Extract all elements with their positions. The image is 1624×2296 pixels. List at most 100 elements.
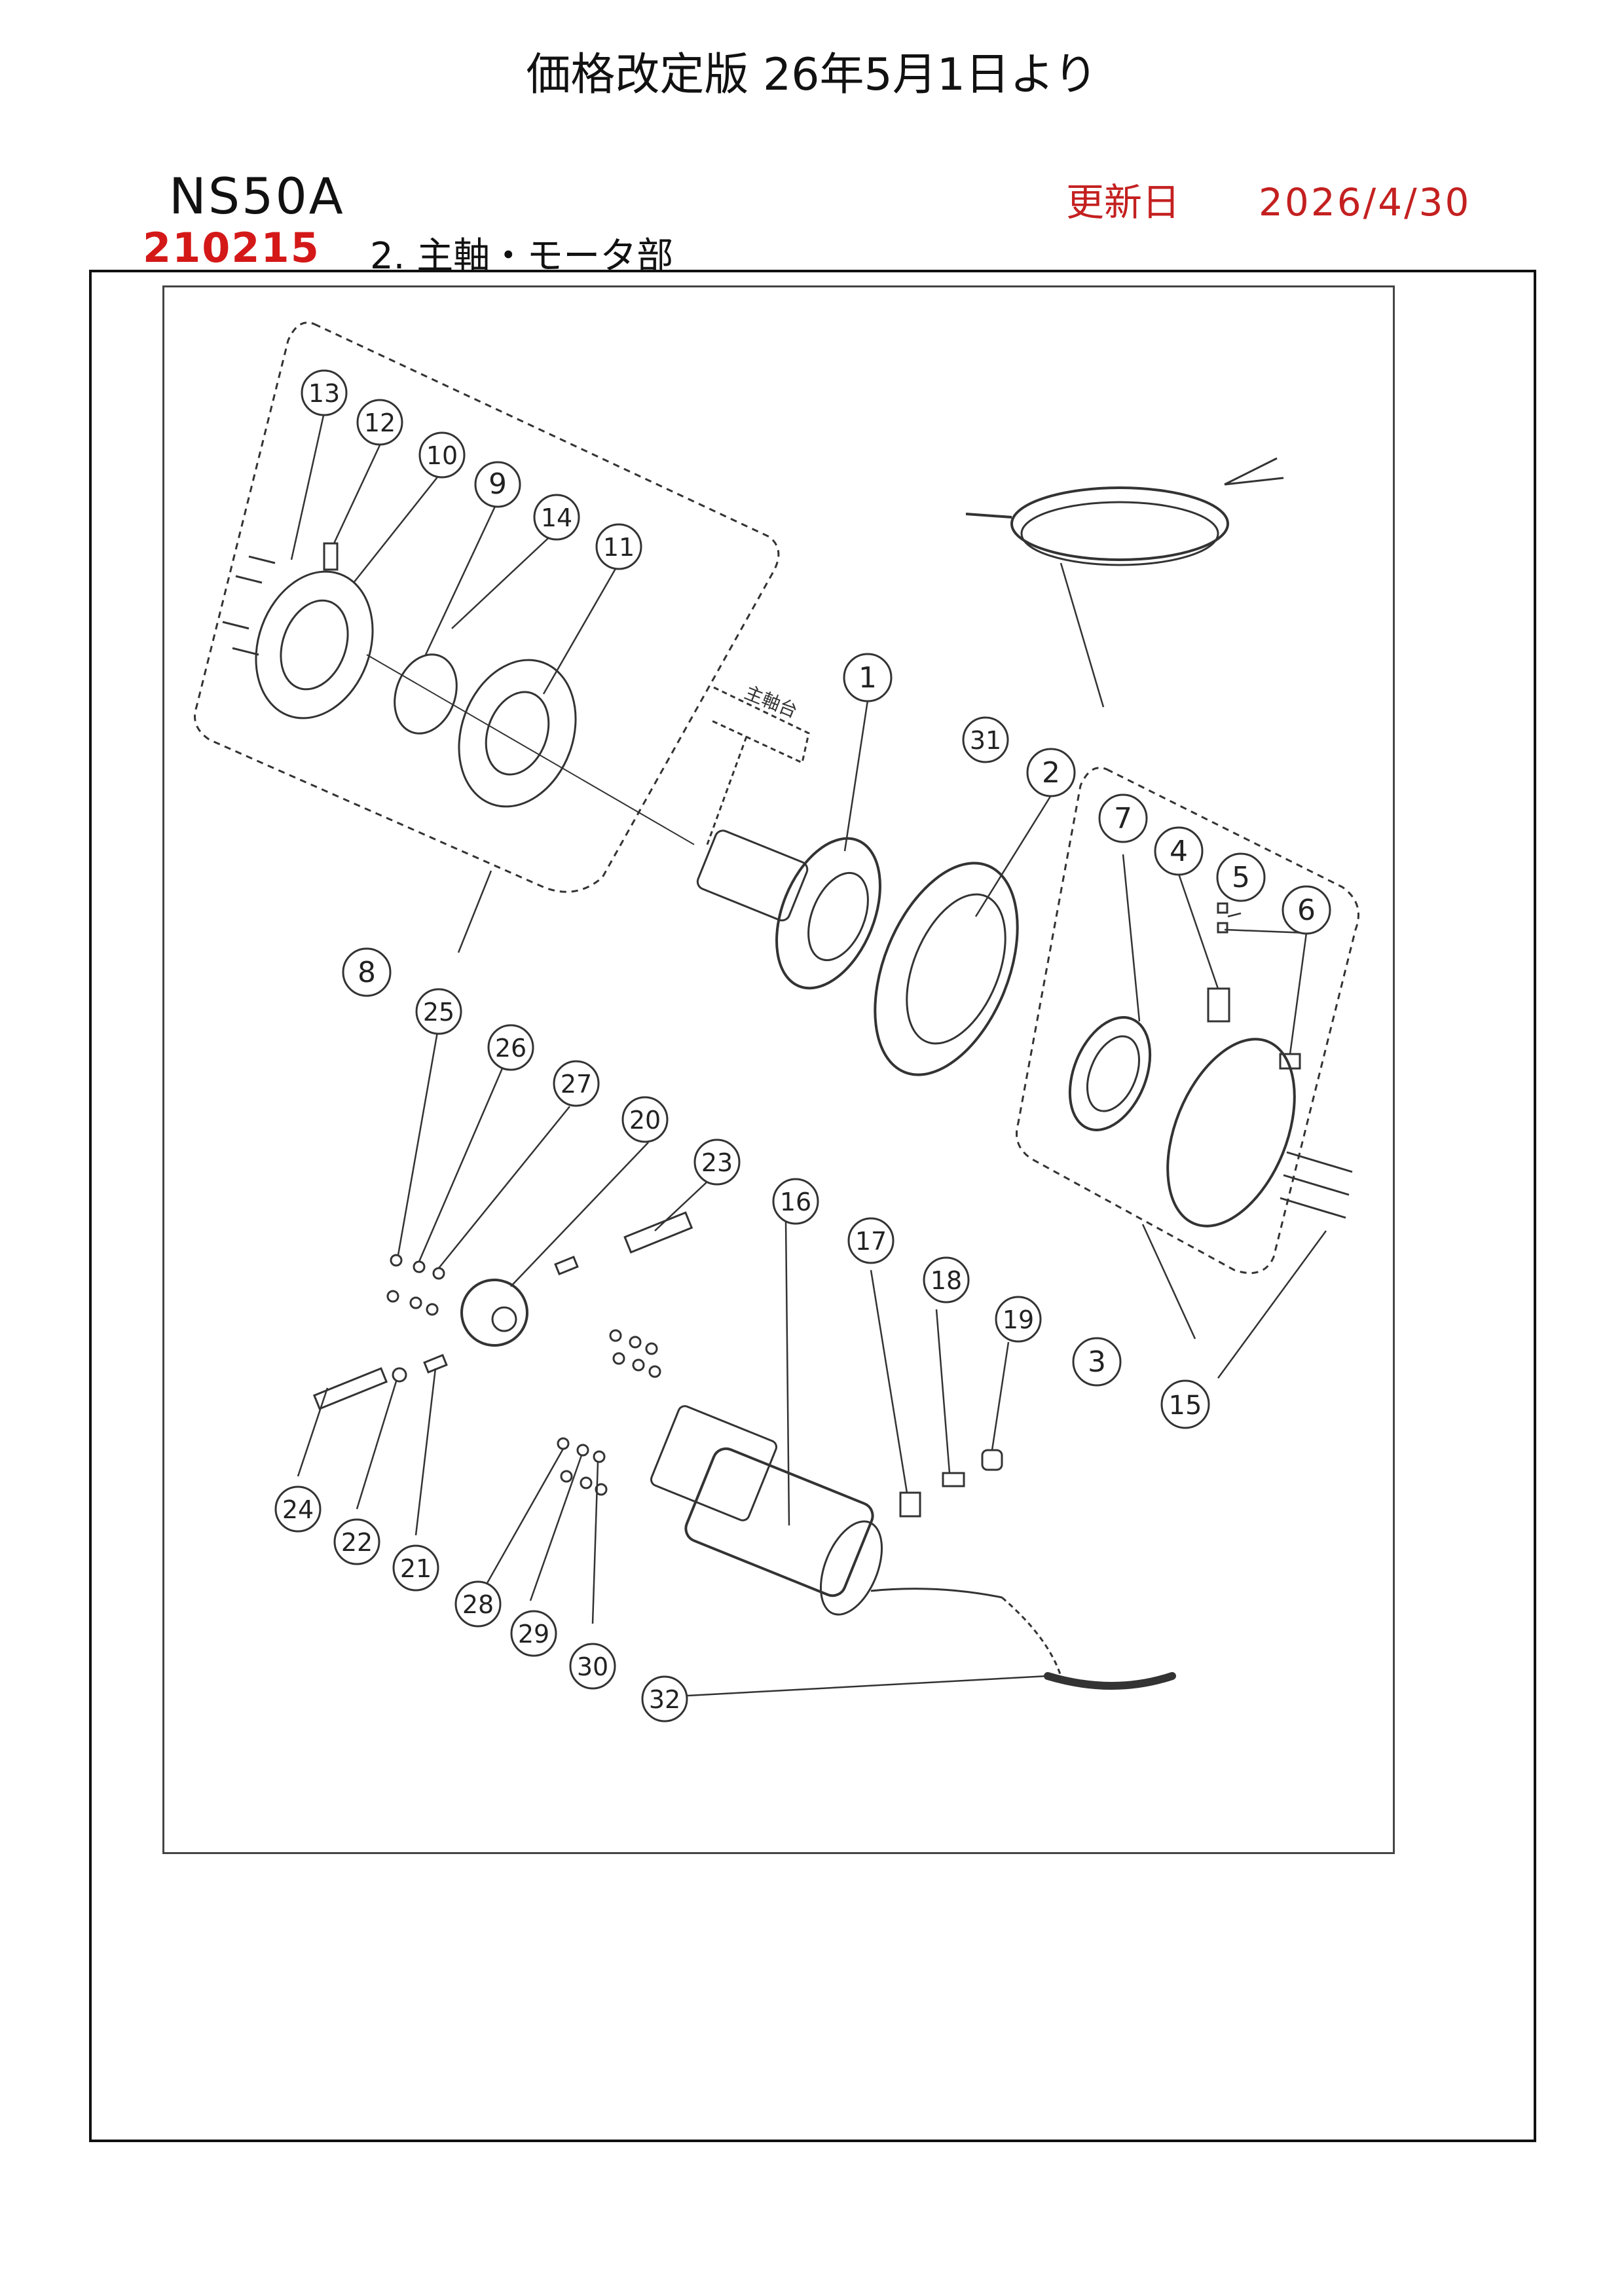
bolt-15a xyxy=(1286,1151,1353,1173)
callout-17: 17 xyxy=(847,1217,895,1264)
svg-text:11: 11 xyxy=(603,533,635,562)
svg-text:24: 24 xyxy=(282,1495,314,1524)
callout-16: 16 xyxy=(772,1178,819,1225)
callout-32: 32 xyxy=(641,1675,688,1722)
cord-31 xyxy=(1010,486,1229,561)
callout-22: 22 xyxy=(333,1518,380,1565)
updated-date: 2026/4/30 xyxy=(1259,180,1471,225)
outer-frame xyxy=(89,270,1536,2142)
model-name: NS50A xyxy=(169,167,345,225)
screw-13 xyxy=(248,555,276,564)
svg-text:8: 8 xyxy=(358,956,376,989)
ring-gear-2-inner xyxy=(906,893,1006,1045)
callout-3: 3 xyxy=(1072,1337,1122,1387)
svg-text:21: 21 xyxy=(400,1554,432,1583)
group-8-outline xyxy=(194,321,780,893)
svg-text:20: 20 xyxy=(629,1106,661,1135)
callout-13: 13 xyxy=(301,369,348,416)
screws-28-30 xyxy=(557,1437,608,1496)
cable-32 xyxy=(1044,1672,1176,1690)
callout-27: 27 xyxy=(553,1060,600,1107)
bracket-20 xyxy=(460,1279,528,1347)
svg-text:26: 26 xyxy=(495,1034,526,1063)
svg-text:4: 4 xyxy=(1170,835,1188,868)
callout-21: 21 xyxy=(392,1544,439,1592)
cord-31-wires xyxy=(1224,457,1284,486)
housing-10-bore xyxy=(280,599,349,691)
svg-text:25: 25 xyxy=(423,998,454,1027)
jaw-4 xyxy=(1207,987,1230,1023)
washer-22 xyxy=(392,1367,407,1383)
svg-text:6: 6 xyxy=(1297,894,1316,927)
gear-11 xyxy=(458,659,577,808)
screws-25-27 xyxy=(386,1254,445,1316)
callout-28: 28 xyxy=(454,1580,502,1628)
document-number: 210215 xyxy=(143,224,320,272)
bolt-15b xyxy=(1283,1174,1350,1196)
page-title: 価格改定版 26年5月1日より xyxy=(526,49,1098,101)
svg-text:23: 23 xyxy=(701,1148,733,1177)
svg-text:30: 30 xyxy=(577,1652,608,1681)
callout-31: 31 xyxy=(962,716,1009,763)
brush-18 xyxy=(942,1472,965,1487)
svg-text:2: 2 xyxy=(1042,756,1060,790)
ring-7 xyxy=(1068,1016,1152,1131)
callout-15: 15 xyxy=(1160,1379,1210,1429)
callout-7: 7 xyxy=(1098,793,1148,843)
svg-text:32: 32 xyxy=(649,1685,680,1714)
group-label: 主軸台 xyxy=(741,682,800,722)
axis-line xyxy=(366,654,695,845)
callout-1: 1 xyxy=(843,653,893,702)
svg-text:5: 5 xyxy=(1232,861,1250,894)
chuck-3 xyxy=(1166,1038,1296,1228)
svg-text:12: 12 xyxy=(364,409,396,437)
callout-18: 18 xyxy=(923,1256,970,1303)
screw-5b xyxy=(1217,922,1228,934)
svg-text:27: 27 xyxy=(561,1070,592,1099)
screw-5 xyxy=(1217,902,1228,914)
svg-text:9: 9 xyxy=(489,467,507,501)
svg-text:31: 31 xyxy=(970,726,1001,755)
brush-17 xyxy=(899,1491,921,1518)
gearbox xyxy=(650,1405,778,1522)
group-3-outline xyxy=(1016,767,1359,1274)
fitting-21a xyxy=(554,1256,579,1275)
ring-7-inner xyxy=(1086,1035,1140,1112)
callout-8: 8 xyxy=(342,947,392,997)
spindle-gear-bore xyxy=(807,871,869,962)
housing-10 xyxy=(255,570,374,720)
motor-wires xyxy=(870,1588,1003,1599)
spindle-1 xyxy=(696,829,809,922)
callout-30: 30 xyxy=(569,1643,616,1690)
motor-16 xyxy=(684,1447,874,1597)
svg-text:14: 14 xyxy=(541,503,572,532)
screw-13d xyxy=(232,647,259,656)
fitting-21 xyxy=(423,1354,448,1374)
svg-text:1: 1 xyxy=(858,661,877,695)
rod-24 xyxy=(312,1367,388,1410)
svg-text:3: 3 xyxy=(1088,1345,1106,1379)
callout-29: 29 xyxy=(510,1610,557,1657)
callout-19: 19 xyxy=(995,1296,1042,1343)
callout-11: 11 xyxy=(595,523,642,570)
svg-text:16: 16 xyxy=(780,1188,811,1216)
cap-19 xyxy=(981,1449,1003,1471)
callout-14: 14 xyxy=(533,494,580,541)
callout-9: 9 xyxy=(474,461,521,508)
callout-bubbles: 1 2 3 4 5 6 7 8 9 10 11 12 13 14 15 16 1… xyxy=(274,369,1331,1722)
svg-text:28: 28 xyxy=(462,1590,494,1619)
callout-12: 12 xyxy=(356,399,403,446)
callout-2: 2 xyxy=(1026,748,1076,797)
label-leader xyxy=(706,736,748,845)
svg-text:29: 29 xyxy=(518,1620,549,1649)
label-box xyxy=(710,686,810,765)
callout-4: 4 xyxy=(1154,826,1204,876)
svg-text:10: 10 xyxy=(426,441,458,470)
cable-32-link xyxy=(1001,1596,1062,1677)
screws-gearbox xyxy=(609,1329,661,1378)
sleeve-9 xyxy=(394,653,458,735)
callout-6: 6 xyxy=(1282,885,1331,935)
cord-31-plug xyxy=(965,513,1012,519)
